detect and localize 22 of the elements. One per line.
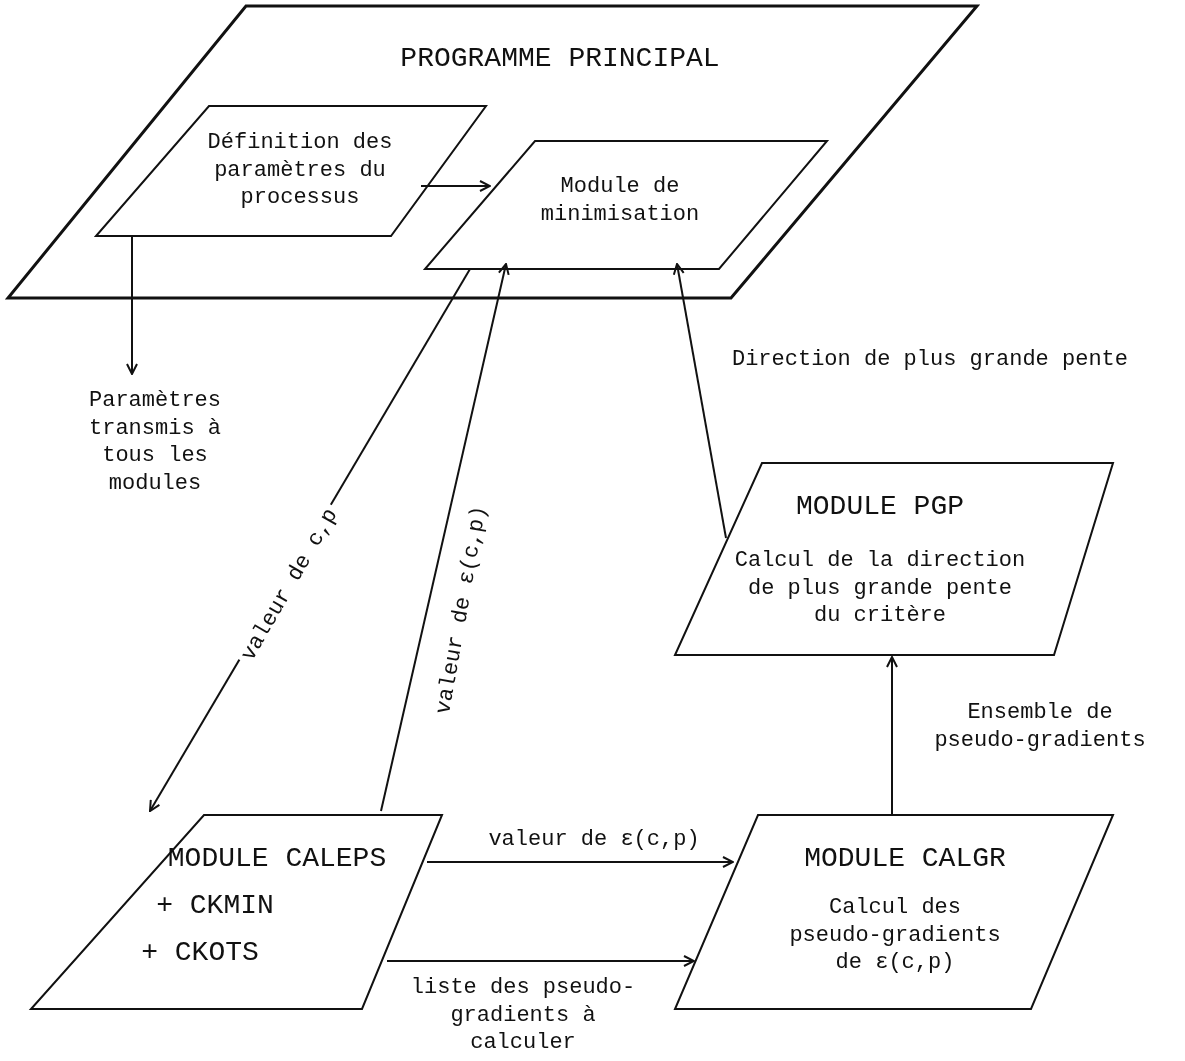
arrow (886, 656, 898, 816)
arrow (672, 263, 727, 539)
module-title: MODULE PGP (795, 489, 965, 524)
arrow (380, 263, 510, 812)
node-text: Définition des paramètres du processus (206, 128, 394, 212)
module-title: + CKMIN (155, 888, 275, 923)
module-title: MODULE CALEPS (166, 841, 388, 876)
arrow (386, 955, 695, 967)
node-text: Paramètres transmis à tous les modules (88, 387, 222, 497)
node-text: Calcul de la direction de plus grande pente du critère (733, 546, 1027, 630)
module-title: PROGRAMME PRINCIPAL (399, 41, 721, 76)
parallelogram-box (675, 463, 1113, 655)
parallelogram-box (96, 106, 486, 236)
module-title: + CKOTS (140, 935, 260, 970)
arrow (126, 235, 138, 375)
parallelogram-box (8, 6, 977, 298)
node-text: Module de minimisation (539, 172, 701, 228)
parallelogram-box (425, 141, 827, 269)
arrow (420, 180, 491, 192)
arrow (426, 856, 734, 868)
module-title: MODULE CALGR (803, 841, 1007, 876)
node-text: Calcul des pseudo-gradients de ε(c,p) (788, 893, 1002, 977)
